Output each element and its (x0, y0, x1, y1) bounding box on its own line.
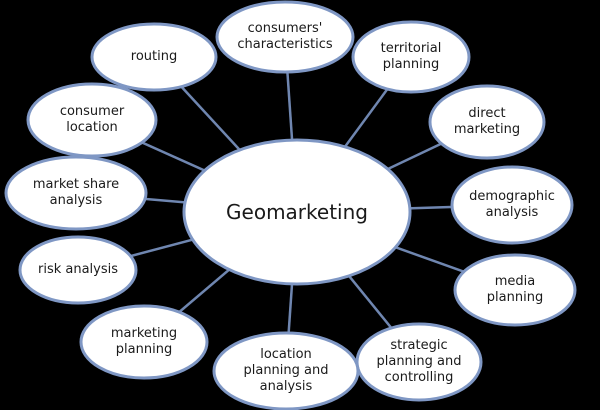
node-label-strategic-planning: strategic planning and controlling (376, 338, 462, 385)
node-shape-routing (90, 22, 218, 92)
node-shape-consumer-location (26, 82, 158, 158)
node-shape-risk-analysis (18, 235, 138, 305)
node-label-risk-analysis: risk analysis (37, 262, 119, 277)
center-node-label: Geomarketing (226, 200, 368, 224)
node-shape-market-share-analysis (4, 155, 148, 231)
node-label-direct-marketing: direct marketing (453, 106, 521, 137)
node-shape-location-planning (212, 331, 360, 410)
node-label-consumers-characteristics: consumers' characteristics (237, 21, 333, 52)
center-node-shape (182, 138, 412, 286)
node-label-media-planning: media planning (486, 274, 544, 305)
node-label-market-share-analysis: market share analysis (32, 177, 120, 208)
node-shape-media-planning (453, 253, 577, 327)
node-label-routing: routing (130, 49, 178, 64)
node-shape-direct-marketing (428, 84, 546, 160)
node-shape-territorial-planning (351, 20, 471, 94)
node-label-location-planning: location planning and analysis (243, 347, 329, 394)
node-shape-marketing-planning (79, 304, 209, 380)
node-label-demographic-analysis: demographic analysis (469, 189, 555, 220)
node-shape-demographic-analysis (450, 165, 574, 245)
node-label-marketing-planning: marketing planning (110, 326, 178, 357)
node-shape-consumers-characteristics (215, 0, 355, 74)
node-label-territorial-planning: territorial planning (380, 41, 442, 72)
node-label-consumer-location: consumer location (59, 104, 125, 135)
